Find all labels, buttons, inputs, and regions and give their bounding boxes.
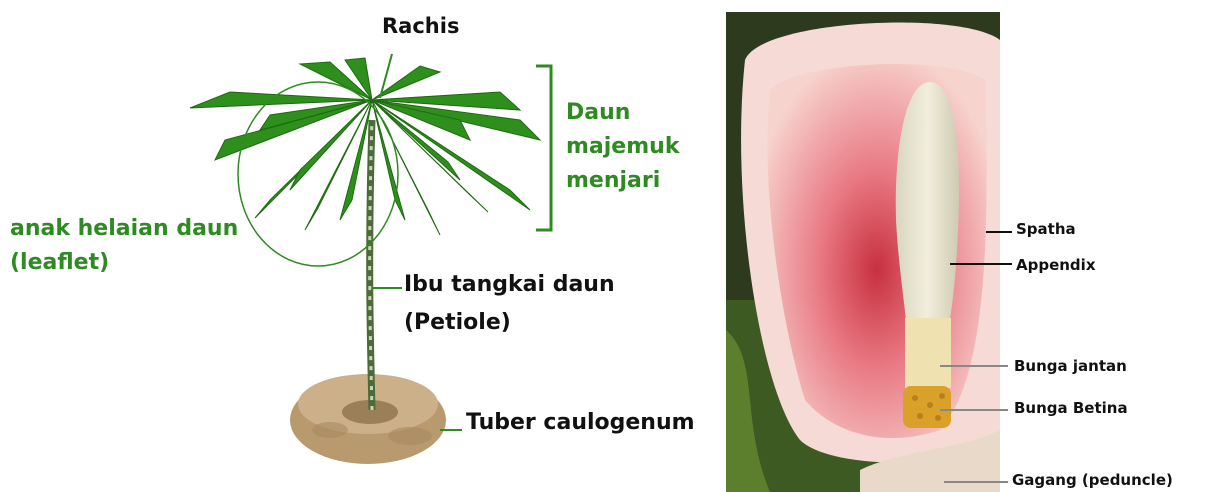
inflorescence-photo (726, 12, 1000, 492)
leaflet-label-line1: anak helaian daun (10, 214, 238, 244)
leaf-canopy-image (190, 58, 540, 235)
appendix-label: Appendix (1016, 255, 1096, 275)
spatha-label: Spatha (1016, 219, 1076, 239)
tuber-label: Tuber caulogenum (466, 408, 695, 438)
male-flower-label: Bunga jantan (1014, 356, 1127, 376)
compound-leaf-label-line1: Daun (566, 98, 679, 128)
female-flower-label: Bunga Betina (1014, 398, 1128, 418)
petiole-label: Ibu tangkai daun (Petiole) (404, 270, 615, 338)
petiole-image (370, 120, 372, 410)
leaflet-label-line2: (leaflet) (10, 248, 238, 278)
leaflet-label: anak helaian daun (leaflet) (10, 214, 238, 278)
compound-leaf-label: Daun majemuk menjari (566, 98, 679, 196)
petiole-label-line2: (Petiole) (404, 308, 615, 338)
rachis-label: Rachis (382, 12, 459, 41)
compound-leaf-label-line2: majemuk (566, 132, 679, 162)
compound-leaf-bracket (536, 66, 551, 230)
compound-leaf-label-line3: menjari (566, 166, 679, 196)
petiole-label-line1: Ibu tangkai daun (404, 270, 615, 300)
peduncle-label: Gagang (peduncle) (1012, 470, 1173, 490)
